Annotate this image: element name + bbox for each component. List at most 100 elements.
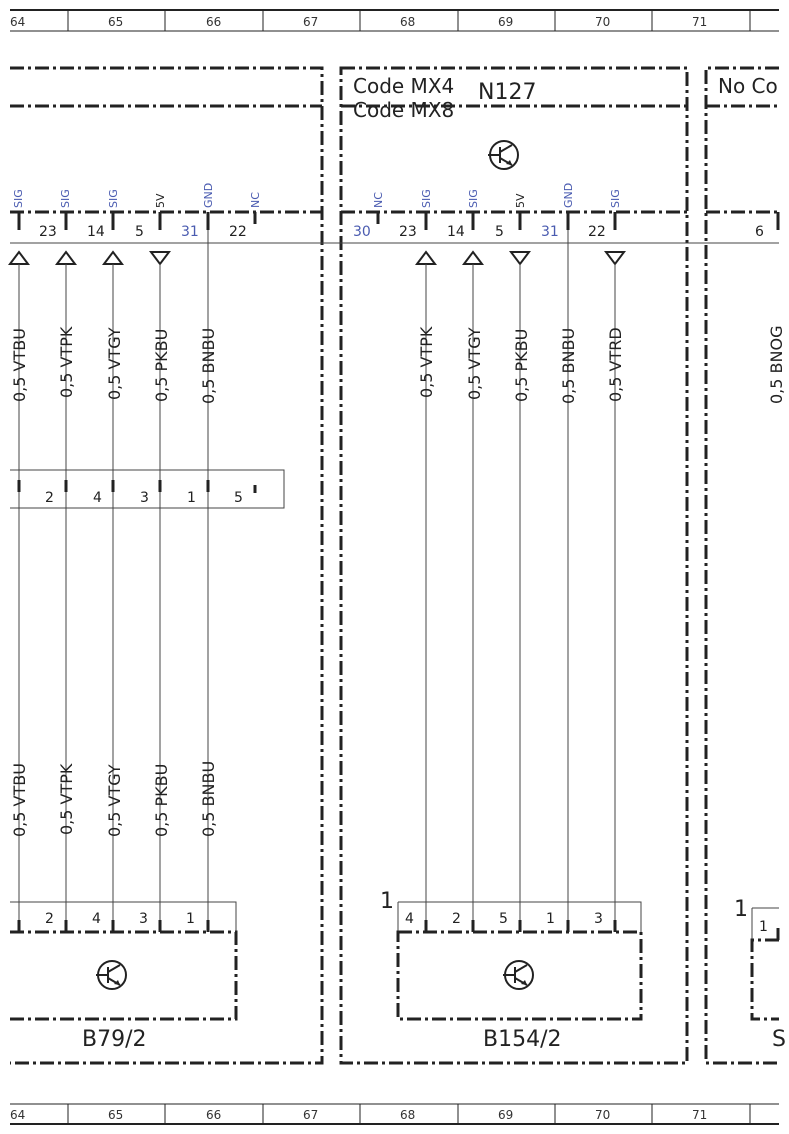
component-b154: 1 4 2 5 1 3 B154/2	[380, 889, 643, 1052]
pin-number: 3	[594, 911, 603, 927]
ruler-number: 70	[595, 1108, 610, 1122]
wire-label: 0,5 VTGY	[105, 764, 124, 837]
left-pin-numbers: 23 14 5 31 22	[39, 224, 247, 240]
right-frame	[704, 66, 779, 1065]
sig-label: SIG	[12, 189, 25, 208]
code-label: Code MX4	[353, 74, 454, 98]
right-module-title: No Co	[718, 74, 778, 98]
pin-number: 4	[92, 911, 101, 927]
ruler-number: 70	[595, 15, 610, 29]
pin-number: 1	[546, 911, 555, 927]
wire-label: 0,5 VTGY	[465, 327, 484, 400]
left-wires	[18, 230, 209, 925]
transistor-icon	[503, 960, 534, 990]
direction-markers	[8, 250, 626, 266]
wire-label: 0,5 BNBU	[199, 761, 218, 837]
component-label: S	[772, 1027, 786, 1052]
pin-number: 4	[405, 911, 414, 927]
wire-label: 0,5 BNBU	[559, 328, 578, 404]
ruler-number: 69	[498, 1108, 513, 1122]
wire-label: 0,5 VTPK	[417, 326, 436, 398]
pin-number: 22	[588, 224, 606, 240]
pin-number: 14	[447, 224, 465, 240]
corner-pin: 1	[380, 889, 394, 914]
mid-wire-labels: 0,5 VTPK 0,5 VTGY 0,5 PKBU 0,5 BNBU 0,5 …	[417, 326, 625, 404]
wire-label: 0,5 BNOG	[767, 326, 786, 404]
sig-label: GND	[562, 183, 575, 208]
sig-label: SIG	[107, 189, 120, 208]
sig-label: SIG	[59, 189, 72, 208]
mid-wires	[425, 230, 616, 925]
module-title: N127	[478, 80, 536, 105]
ruler-number: 71	[692, 1108, 707, 1122]
code-label: Code MX8	[353, 98, 454, 122]
ruler-number: 71	[692, 15, 707, 29]
wire-label: 0,5 BNBU	[199, 328, 218, 404]
wire-label: 0,5 VTPK	[57, 763, 76, 835]
ruler-number: 66	[206, 15, 221, 29]
pin-number: 5	[499, 911, 508, 927]
n127-signal-labels: NC SIG SIG 5V GND SIG	[372, 183, 622, 208]
left-wire-labels-lower: 0,5 VTBU 0,5 VTPK 0,5 VTGY 0,5 PKBU 0,5 …	[10, 761, 218, 837]
pin-number: 5	[234, 490, 243, 506]
ruler-number: 68	[400, 1108, 415, 1122]
corner-pin: 1	[734, 897, 748, 922]
ruler-number: 66	[206, 1108, 221, 1122]
pin-number: 2	[45, 490, 54, 506]
pin-number: 3	[140, 490, 149, 506]
wire-label: 0,5 VTGY	[105, 327, 124, 400]
sig-label: 5V	[154, 193, 167, 208]
sig-label: 5V	[514, 193, 527, 208]
n127-pin-numbers: 30 23 14 5 31 22	[353, 224, 606, 240]
mid-connector-left: 2 4 3 1 5	[10, 469, 285, 509]
pin-number: 22	[229, 224, 247, 240]
wire-label: 0,5 VTBU	[10, 763, 29, 837]
pin-number: 23	[399, 224, 417, 240]
pin-number: 5	[495, 224, 504, 240]
component-b79: 2 4 3 1 B79/2	[10, 901, 238, 1052]
ruler-number: 69	[498, 15, 513, 29]
bottom-ruler: 64 65 66 67 68 69 70 71	[10, 1103, 779, 1125]
ruler-number: 68	[400, 15, 415, 29]
wire-label: 0,5 PKBU	[152, 329, 171, 402]
pin-number: 31	[541, 224, 559, 240]
left-signal-labels: SIG SIG SIG 5V GND NC	[12, 183, 262, 208]
pin-number: 1	[187, 490, 196, 506]
pin-number: 2	[452, 911, 461, 927]
pin-number: 4	[93, 490, 102, 506]
pin-number: 1	[186, 911, 195, 927]
ruler-number: 64	[10, 1108, 25, 1122]
pin-number: 23	[39, 224, 57, 240]
wire-label: 0,5 PKBU	[512, 329, 531, 402]
sig-label: SIG	[609, 189, 622, 208]
wire-label: 0,5 VTRD	[606, 327, 625, 402]
sig-label: GND	[202, 183, 215, 208]
pin-number: 6	[755, 224, 764, 240]
top-pin-stubs	[17, 212, 780, 230]
component-s: 1 1 S	[734, 897, 786, 1052]
left-wire-labels-upper: 0,5 VTBU 0,5 VTPK 0,5 VTGY 0,5 PKBU 0,5 …	[10, 326, 218, 404]
wire-label: 0,5 VTPK	[57, 326, 76, 398]
wire-label: 0,5 VTBU	[10, 328, 29, 402]
ruler-number: 67	[303, 1108, 318, 1122]
transistor-icon	[96, 960, 127, 990]
component-label: B79/2	[82, 1027, 147, 1052]
pin-number: 14	[87, 224, 105, 240]
top-ruler: 64 65 66 67 68 69 70 71	[10, 9, 779, 32]
ruler-number: 65	[108, 15, 123, 29]
pin-number: 30	[353, 224, 371, 240]
pin-number: 1	[759, 919, 768, 935]
transistor-icon	[488, 140, 519, 170]
wire-label: 0,5 PKBU	[152, 764, 171, 837]
n127-frame	[339, 66, 689, 1065]
ruler-number: 67	[303, 15, 318, 29]
sig-label: SIG	[467, 189, 480, 208]
sig-label: NC	[249, 192, 262, 208]
pin-number: 3	[139, 911, 148, 927]
ruler-number: 65	[108, 1108, 123, 1122]
left-frame	[10, 66, 324, 1065]
component-label: B154/2	[483, 1027, 562, 1052]
pin-number: 5	[135, 224, 144, 240]
pin-number: 31	[181, 224, 199, 240]
